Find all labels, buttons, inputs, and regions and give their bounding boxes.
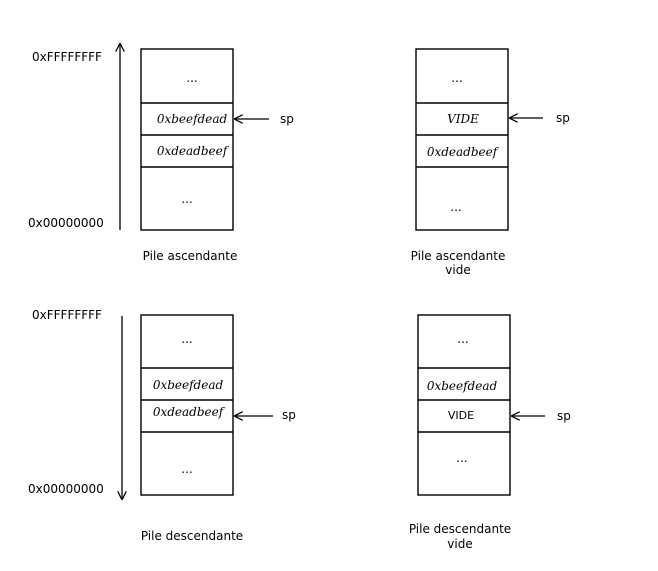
stack-panel-ascending-empty: ... VIDE 0xdeadbeef ... sp Pile ascendan… [411,48,570,277]
address-bottom-label-2: 0x00000000 [28,482,104,496]
stack-cell-ellipsis: ... [457,332,468,346]
stack-caption-line-2: vide [445,263,470,277]
address-top-label-1: 0xFFFFFFFF [32,50,102,64]
sp-label: sp [282,408,296,422]
stack-box [140,48,234,231]
sp-label: sp [556,111,570,125]
stack-box [415,48,509,231]
stack-cell-value: 0xbeefdead [157,112,228,126]
stack-cell-ellipsis: ... [181,332,192,346]
sp-label: sp [557,409,571,423]
stack-caption: Pile ascendante [411,249,506,263]
stack-cell-value: 0xdeadbeef [153,405,226,419]
stack-cell-ellipsis: ... [451,71,462,85]
stack-caption: Pile ascendante [143,249,238,263]
stack-caption: Pile descendante [409,522,511,536]
sp-label: sp [280,112,294,126]
stack-cell-ellipsis: ... [186,71,197,85]
stack-cell-value: 0xbeefdead [427,379,498,393]
stack-cell-value: 0xdeadbeef [157,144,230,158]
stack-box [140,314,234,496]
stack-box [417,314,511,496]
stack-cell-empty: VIDE [448,409,474,422]
stack-panel-ascending: ... 0xbeefdead 0xdeadbeef ... sp Pile as… [140,48,294,263]
stack-cell-value: 0xbeefdead [153,378,224,392]
address-top-label-2: 0xFFFFFFFF [32,308,102,322]
address-bottom-label-1: 0x00000000 [28,216,104,230]
stack-panel-descending-empty: ... 0xbeefdead VIDE ... sp Pile descenda… [409,314,571,551]
stack-cell-empty: VIDE [447,112,479,126]
stack-cell-value: 0xdeadbeef [427,145,500,159]
stack-caption: Pile descendante [141,529,243,543]
stack-panel-descending: ... 0xbeefdead 0xdeadbeef ... sp Pile de… [140,314,296,543]
stack-cell-ellipsis: ... [450,200,461,214]
stack-cell-ellipsis: ... [456,451,467,465]
stack-cell-ellipsis: ... [181,192,192,206]
stack-caption-line-2: vide [447,537,472,551]
stack-cell-ellipsis: ... [181,462,192,476]
